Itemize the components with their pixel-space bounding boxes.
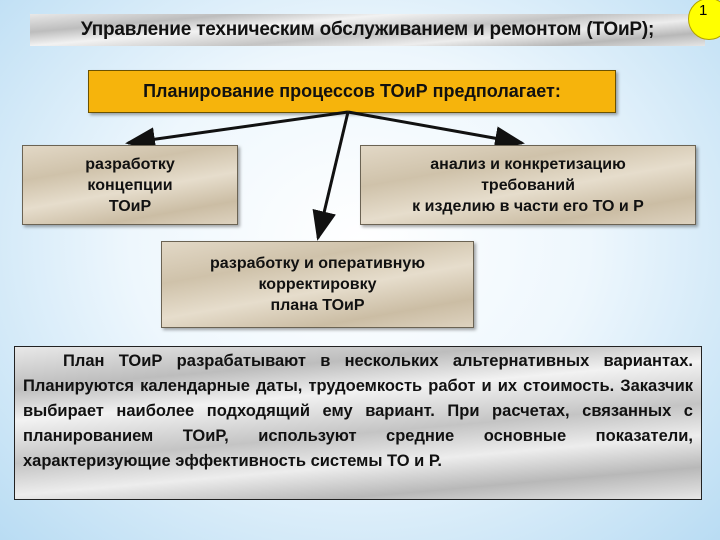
concept-box: разработку концепции ТОиР [22,145,238,225]
slide-title: Управление техническим обслуживанием и р… [30,14,705,46]
note-text-box: План ТОиР разрабатывают в нескольких аль… [14,346,702,500]
arrow-to-plan [312,111,350,241]
arrow-to-requirements [347,110,525,151]
slide-number: 1 [699,2,708,19]
slide-number-badge: 1 [688,0,720,40]
requirements-box: анализ и конкретизацию требований к изде… [360,145,696,225]
plan-box: разработку и оперативную корректировку п… [161,241,474,328]
arrow-to-concept [125,110,349,152]
